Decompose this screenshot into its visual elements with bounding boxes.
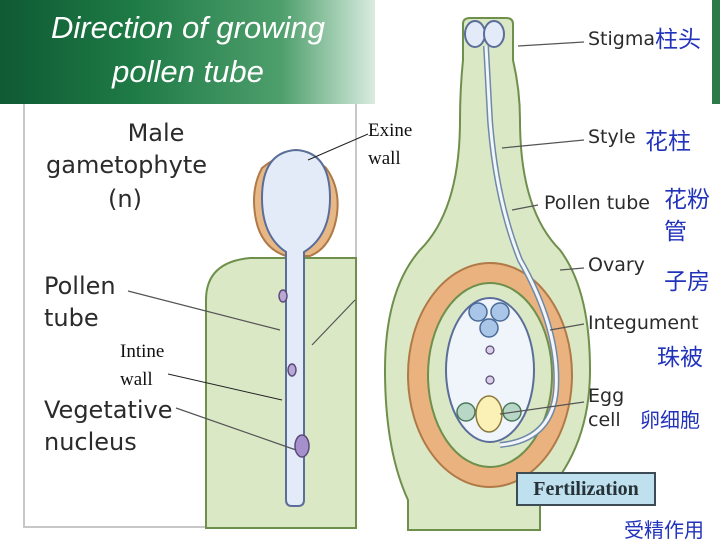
exine-wall-leader <box>307 133 369 161</box>
style-label: Style <box>588 126 636 148</box>
male-gametophyte-label: Male <box>96 118 216 148</box>
egg-line1: Egg <box>588 385 625 407</box>
pollen-tube-path-inner <box>484 45 558 447</box>
pollen-tube-cn-line1: 花粉 <box>664 187 710 213</box>
pollen-tube-cn-label: 花粉 管 <box>664 184 710 248</box>
ovary-leader <box>559 267 585 271</box>
banner-title-line1: Direction of growing <box>51 10 325 45</box>
exine-wall-label: Exine wall <box>368 117 412 173</box>
intine-line2: wall <box>120 369 153 390</box>
egg-cell-leader <box>499 401 585 415</box>
antipodal-cell <box>468 302 488 322</box>
intine-wall-label: Intine wall <box>120 338 164 394</box>
pollen-tube-cn-line2: 管 <box>664 219 687 245</box>
integument-leader <box>549 323 585 331</box>
integument-cn-label: 珠被 <box>657 345 703 371</box>
vegetative-nucleus <box>294 434 310 458</box>
egg-cell-cn-label: 卵细胞 <box>640 408 700 432</box>
style-leader <box>501 139 585 149</box>
pollen-tube-leader <box>127 290 281 331</box>
sperm-leader <box>311 299 356 346</box>
antipodal-cell <box>479 318 499 338</box>
title-banner <box>0 0 375 104</box>
vegetative-nucleus-line2: nucleus <box>44 428 137 456</box>
pollen-tube-line2: tube <box>44 304 99 332</box>
pollen-tube-label: Pollen tube <box>44 270 116 334</box>
vegetative-nucleus-line1: Vegetative <box>44 396 173 424</box>
ovary-cn-label: 子房 <box>664 269 710 295</box>
pollen-tube-label-right: Pollen tube <box>544 192 650 214</box>
vegetative-nucleus-leader <box>175 407 297 451</box>
ovary-label: Ovary <box>588 254 645 276</box>
banner-title-line2: pollen tube <box>112 54 264 89</box>
male-gametophyte-line2: gametophyte <box>46 151 208 179</box>
stigma-leader <box>517 41 585 47</box>
egg-cell-label: Egg cell <box>588 384 624 432</box>
vegetative-nucleus-label: Vegetative nucleus <box>44 394 172 458</box>
egg-cell <box>475 395 503 433</box>
sperm-cell <box>287 363 297 377</box>
synergid-cell <box>456 402 476 422</box>
stigma-pollen-right <box>483 20 505 48</box>
fertilization-cn-label: 受精作用 <box>624 518 704 542</box>
male-gametophyte-line3: (n) <box>108 185 142 213</box>
stigma-pollen-left <box>464 20 486 48</box>
fertilization-box: Fertilization <box>516 472 656 506</box>
generative-cell <box>278 289 288 303</box>
exine-line1: Exine <box>368 120 413 141</box>
pollen-tube-line1: Pollen <box>44 272 116 300</box>
polar-nucleus <box>485 345 495 355</box>
pollen-grain-body <box>260 148 332 507</box>
banner-title: Direction of growing pollen tube <box>8 6 368 94</box>
male-gametophyte-line1: Male <box>127 119 185 147</box>
stigma-label: Stigma <box>588 28 656 50</box>
intine-wall-leader <box>167 373 283 401</box>
egg-line2: cell <box>588 409 621 431</box>
intine-line1: Intine <box>120 341 165 362</box>
style-cn-label: 花柱 <box>645 129 691 155</box>
right-accent-strip <box>712 0 720 104</box>
exine-line2: wall <box>368 148 401 169</box>
polar-nucleus <box>485 375 495 385</box>
pollen-tube-leader-right <box>511 204 539 211</box>
antipodal-cell <box>490 302 510 322</box>
stigma-cn-label: 柱头 <box>655 27 701 53</box>
integument-label: Integument <box>588 312 699 334</box>
